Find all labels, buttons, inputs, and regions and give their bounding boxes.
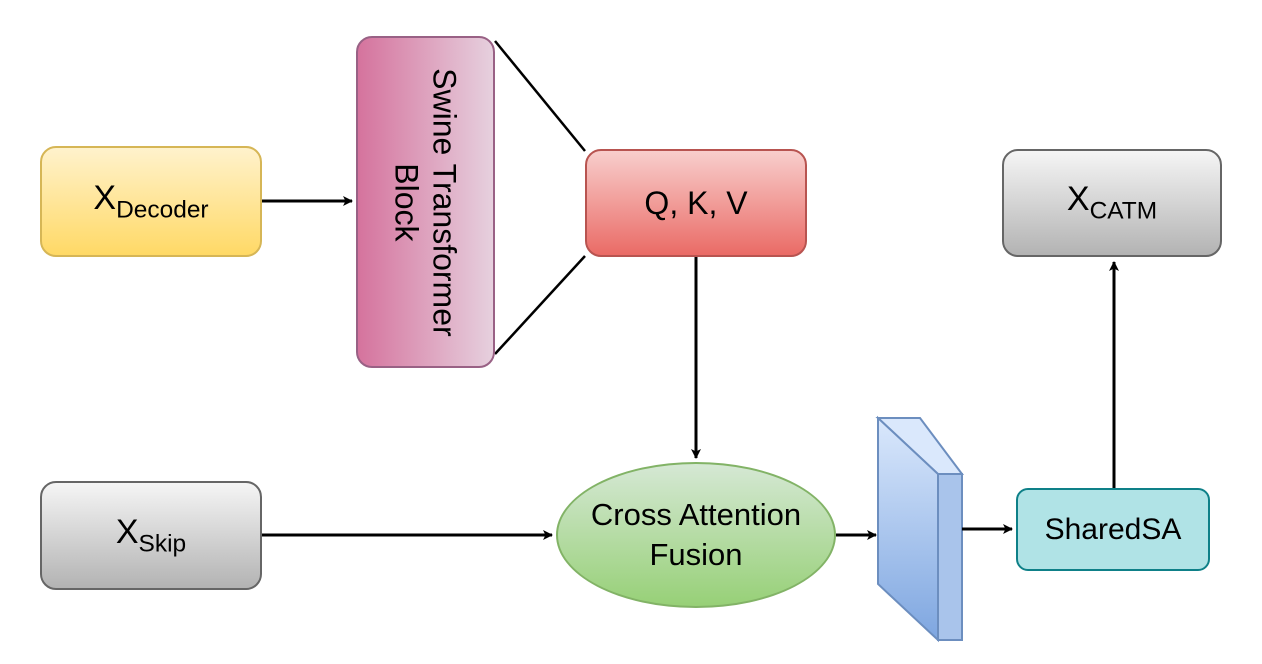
- feature-map-block: [875, 415, 964, 643]
- expand-line-top: [494, 40, 586, 152]
- fusion-label-line2: Fusion: [649, 537, 743, 572]
- x-catm-main: X: [1066, 180, 1090, 219]
- x-skip-subscript: Skip: [138, 530, 187, 558]
- x-skip-main: X: [115, 512, 139, 551]
- x-decoder-main: X: [93, 178, 117, 217]
- x-skip-label: XSkip: [116, 513, 186, 559]
- cross-attention-fusion-node: Cross Attention Fusion: [556, 462, 836, 608]
- x-decoder-box: XDecoder: [40, 146, 262, 257]
- shared-sa-label: SharedSA: [1044, 512, 1182, 546]
- expand-line-bottom: [494, 255, 586, 355]
- qkv-label: Q, K, V: [644, 184, 748, 221]
- x-catm-box: XCATM: [1002, 149, 1222, 257]
- x-catm-subscript: CATM: [1089, 197, 1158, 225]
- x-skip-box: XSkip: [40, 481, 262, 590]
- swine-label-line2: Block: [388, 162, 425, 242]
- swine-transformer-block: Swine Transformer Block: [356, 36, 495, 368]
- swine-label-line1: Swine Transformer: [426, 67, 463, 337]
- x-decoder-subscript: Decoder: [116, 196, 209, 224]
- feature-map-side: [937, 473, 963, 641]
- x-decoder-label: XDecoder: [93, 179, 208, 225]
- fusion-label-line1: Cross Attention: [590, 496, 802, 532]
- qkv-box: Q, K, V: [585, 149, 807, 257]
- fusion-label: Cross Attention Fusion: [591, 495, 801, 576]
- x-catm-label: XCATM: [1067, 180, 1157, 226]
- swine-transformer-label: Swine Transformer Block: [387, 68, 464, 337]
- shared-sa-box: SharedSA: [1016, 488, 1210, 571]
